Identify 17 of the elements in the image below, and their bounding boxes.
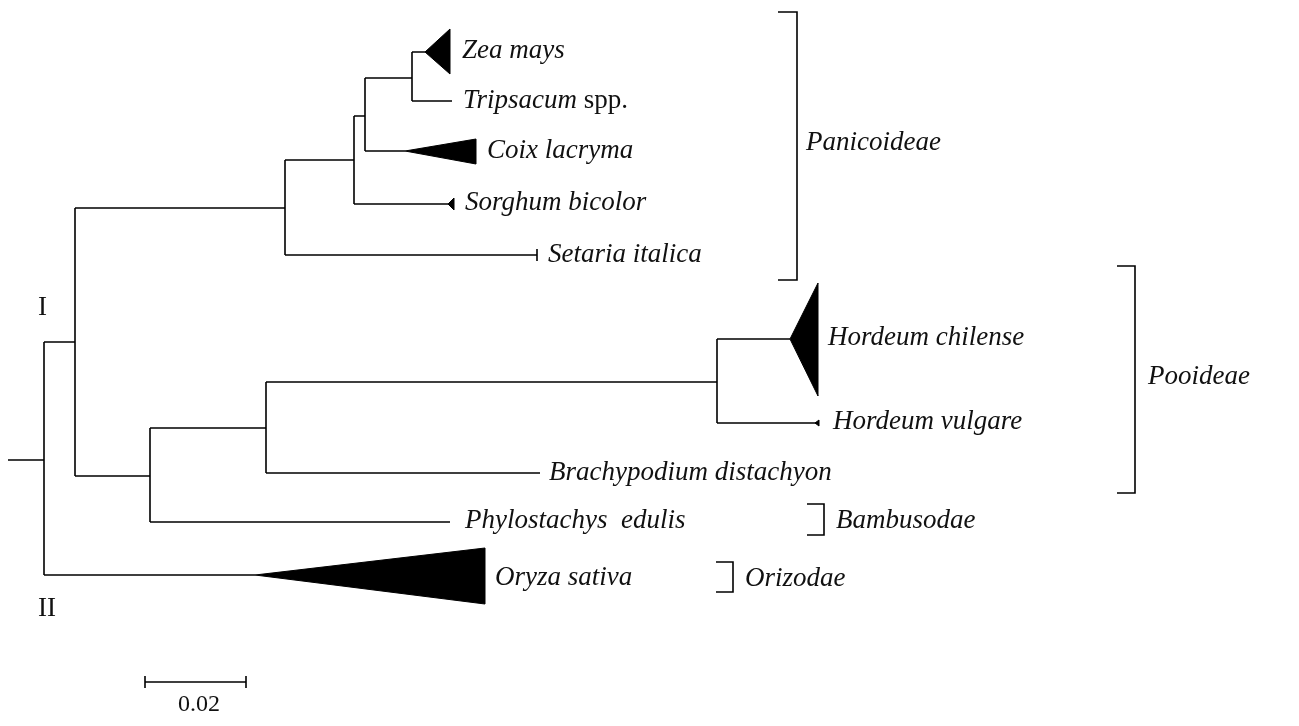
taxon-label: Phylostachys edulis: [465, 505, 686, 535]
taxon-label: Brachypodium distachyon: [549, 457, 832, 487]
taxon-label: Coix lacryma: [487, 135, 634, 165]
clade-label: Panicoideae: [806, 127, 941, 157]
taxon-label: Sorghum bicolor: [465, 187, 647, 217]
taxon-label: Zea mays: [462, 35, 565, 65]
scale-label: 0.02: [178, 689, 220, 717]
taxon-label: Setaria italica: [548, 239, 702, 269]
clade-label: Orizodae: [745, 563, 846, 593]
taxon-label: Hordeum vulgare: [833, 406, 1023, 436]
taxon-label: Hordeum chilense: [828, 322, 1025, 352]
taxon-label: Tripsacum spp.: [463, 85, 629, 115]
taxon-label: Oryza sativa: [495, 562, 633, 592]
clade-label: Bambusodae: [836, 505, 976, 535]
group-label: II: [38, 593, 56, 623]
group-label: I: [38, 292, 47, 322]
clade-label: Pooideae: [1148, 361, 1250, 391]
